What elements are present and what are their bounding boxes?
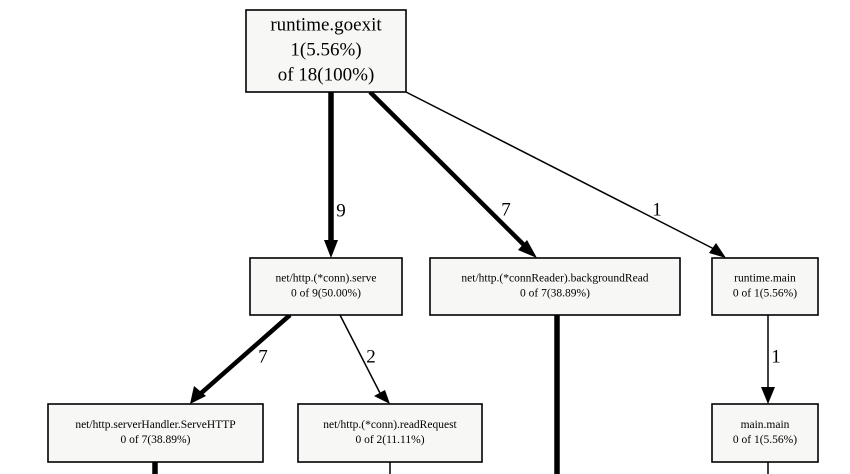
node-text-line: 0 of 9(50.00%) [291, 288, 361, 300]
node-box[interactable] [711, 403, 819, 463]
node-box[interactable] [429, 257, 681, 316]
node-text-line: net/http.(*connReader).backgroundRead [461, 273, 648, 285]
edge-labels-layer: 9 7 1 7 2 1 [258, 199, 781, 367]
arrowhead-icon [190, 386, 206, 404]
node-text-line: net/http.(*conn).readRequest [323, 419, 457, 431]
graph-edge [190, 313, 292, 404]
edge-line [197, 313, 292, 397]
graph-node-serverhandler-servehttp[interactable]: net/http.serverHandler.ServeHTTP 0 of 7(3… [47, 403, 264, 463]
arrowhead-icon [709, 243, 726, 258]
node-text-line: 0 of 7(38.89%) [121, 434, 191, 446]
nodes-layer: runtime.goexit 1(5.56%) of 18(100%) net/htt… [47, 9, 819, 463]
node-text-line: runtime.goexit [270, 14, 382, 35]
edge-line [368, 90, 530, 251]
node-text-line: 1(5.56%) [290, 39, 361, 60]
node-text-line: 0 of 1(5.56%) [733, 434, 797, 446]
node-text-line: 0 of 1(5.56%) [733, 288, 797, 300]
node-text-line: 0 of 7(38.89%) [520, 288, 590, 300]
arrowhead-icon [374, 390, 390, 404]
edge-line [339, 314, 382, 396]
edge-weight-label: 1 [771, 346, 781, 367]
graph-node-conn-serve[interactable]: net/http.(*conn).serve 0 of 9(50.00%) [249, 257, 403, 316]
node-box[interactable] [249, 257, 403, 316]
node-text-line: net/http.(*conn).serve [276, 273, 377, 285]
edge-weight-label: 2 [366, 346, 376, 367]
edges-layer [152, 90, 775, 474]
graph-edge [368, 90, 537, 258]
node-box[interactable] [297, 403, 483, 463]
edge-line [405, 91, 717, 251]
graph-edge [339, 314, 390, 404]
node-box[interactable] [245, 9, 407, 93]
edge-weight-label: 9 [336, 200, 346, 221]
graph-node-runtime-main[interactable]: runtime.main 0 of 1(5.56%) [711, 257, 819, 316]
node-text-line: of 18(100%) [278, 64, 375, 85]
edge-weight-label: 7 [501, 199, 511, 220]
graph-edge [405, 91, 726, 258]
graph-node-connreader-backgroundread[interactable]: net/http.(*connReader).backgroundRead 0 o… [429, 257, 681, 316]
graph-edge [324, 92, 338, 258]
node-box[interactable] [47, 403, 264, 463]
edge-weight-label: 7 [258, 346, 268, 367]
arrowhead-icon [324, 240, 338, 258]
node-text-line: 0 of 2(11.11%) [355, 434, 424, 446]
edge-weight-label: 1 [652, 199, 662, 220]
graph-node-runtime-goexit[interactable]: runtime.goexit 1(5.56%) of 18(100%) [245, 9, 407, 93]
arrowhead-icon [518, 240, 537, 258]
graph-edge [761, 315, 775, 404]
graph-node-conn-readrequest[interactable]: net/http.(*conn).readRequest 0 of 2(11.11… [297, 403, 483, 463]
node-text-line: runtime.main [734, 273, 796, 285]
node-box[interactable] [711, 257, 819, 316]
node-text-line: net/http.serverHandler.ServeHTTP [75, 419, 235, 431]
graph-node-main-main[interactable]: main.main 0 of 1(5.56%) [711, 403, 819, 463]
node-text-line: main.main [741, 419, 790, 431]
arrowhead-icon [761, 387, 775, 404]
